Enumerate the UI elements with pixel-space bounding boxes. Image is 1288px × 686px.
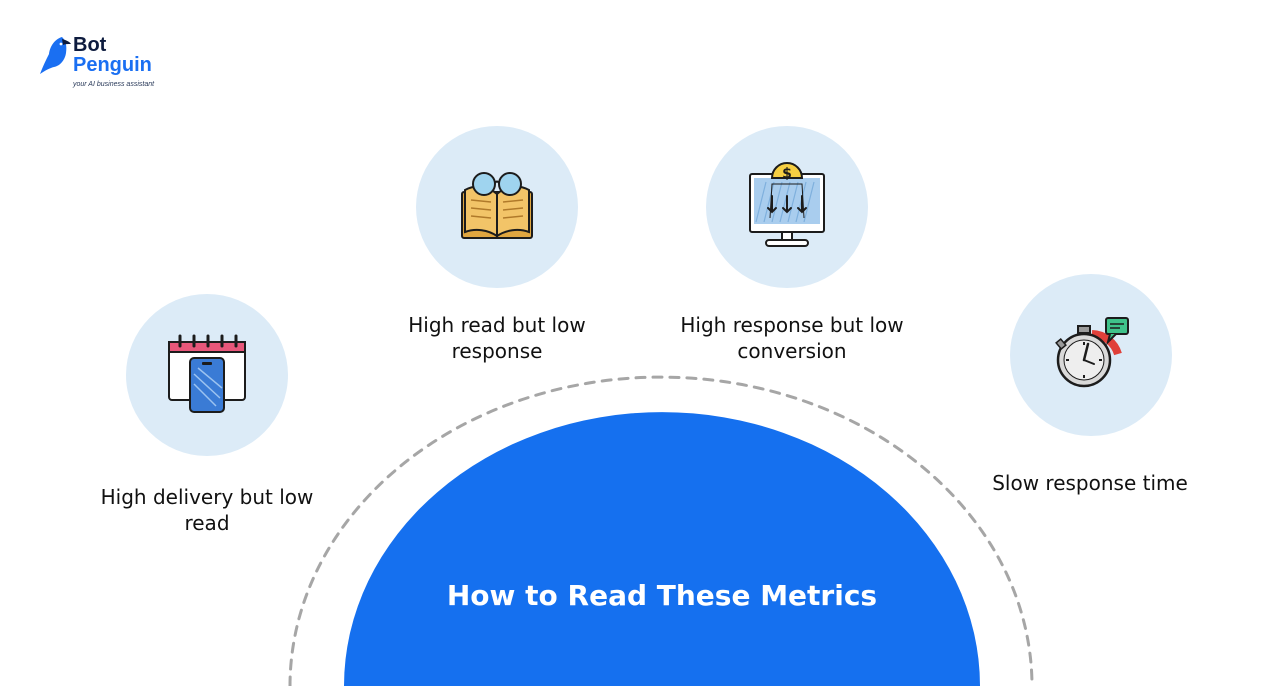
metric-label-time: Slow response time [992,471,1188,495]
brand-name-line1: Bot [73,34,107,56]
brand-name-line2: Penguin [73,54,152,76]
center-title: How to Read These Metrics [446,579,878,612]
svg-text:$: $ [782,166,792,182]
penguin-logo-icon [40,37,71,74]
monitor-dollar-icon: $ [749,162,825,247]
calendar-phone-icon [168,334,246,413]
center-semicircle [344,412,980,686]
book-glasses-icon [461,172,533,239]
brand-wordmark: Bot Penguin [73,35,152,75]
metric-label-response: High response but low conversion [680,313,904,363]
brand-tagline: your AI business assistant [73,81,155,88]
dashed-outer-arc [288,375,1034,686]
metric-label-delivery: High delivery but low read [100,485,314,535]
metric-circle-read [416,126,578,288]
metric-circle-time [1010,274,1172,436]
stopwatch-chat-icon [1055,317,1129,388]
brand-logo: Bot Penguin your AI business assistant [40,35,180,96]
metric-label-read: High read but low response [408,313,586,363]
metric-circle-delivery [126,294,288,456]
metric-circle-response: $ [706,126,868,288]
